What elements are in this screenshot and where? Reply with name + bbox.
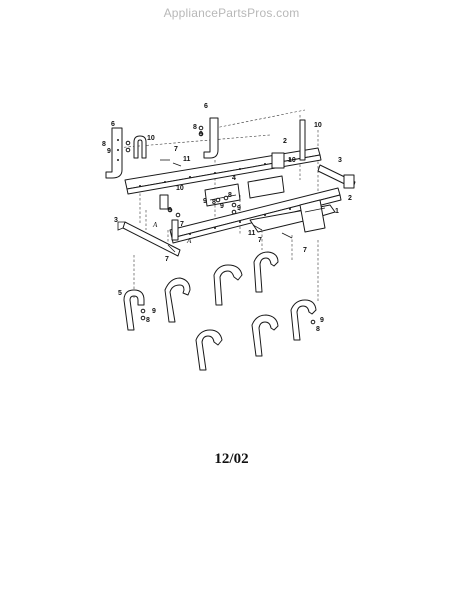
callout-9: 9 bbox=[107, 148, 111, 155]
callout-2: 2 bbox=[348, 195, 352, 202]
callout-5: 5 bbox=[118, 290, 122, 297]
callout-9: 9 bbox=[237, 205, 241, 212]
callout-9: 9 bbox=[168, 207, 172, 214]
center-brackets bbox=[204, 175, 285, 207]
callout-7: 7 bbox=[258, 237, 262, 244]
callout-6: 6 bbox=[111, 121, 115, 128]
callout-A: A bbox=[152, 221, 158, 229]
hardware-bolts bbox=[125, 125, 316, 325]
hitch-assembly bbox=[249, 199, 336, 233]
shank-clamp-right bbox=[271, 119, 306, 169]
side-rail-left bbox=[117, 221, 181, 257]
callout-3: 3 bbox=[114, 217, 118, 224]
callout-7: 7 bbox=[174, 146, 178, 153]
callout-9: 9 bbox=[320, 317, 324, 324]
callout-11: 11 bbox=[248, 230, 256, 237]
tine-shank-6 bbox=[251, 314, 279, 357]
callout-7: 7 bbox=[165, 256, 169, 263]
callout-A: A bbox=[186, 237, 192, 245]
tine-shank-1 bbox=[123, 289, 145, 331]
tine-shank-7 bbox=[290, 299, 317, 341]
center-upright bbox=[203, 117, 219, 159]
callout-10: 10 bbox=[147, 135, 155, 142]
callout-8: 8 bbox=[102, 141, 106, 148]
callout-7: 7 bbox=[180, 221, 184, 228]
callout-9: 9 bbox=[199, 131, 203, 138]
callout-10: 10 bbox=[314, 122, 322, 129]
callout-2: 2 bbox=[283, 138, 287, 145]
shank-clamp-left bbox=[133, 135, 147, 159]
callout-10: 10 bbox=[176, 185, 184, 192]
callout-9: 9 bbox=[203, 198, 207, 205]
callout-8: 8 bbox=[212, 199, 216, 206]
callout-4: 4 bbox=[232, 175, 236, 182]
callout-3: 3 bbox=[338, 157, 342, 164]
side-rail-right bbox=[317, 164, 356, 189]
tine-shank-5 bbox=[195, 329, 223, 371]
callout-1: 1 bbox=[335, 208, 339, 215]
tine-shanks bbox=[123, 251, 317, 371]
tine-shank-2 bbox=[164, 277, 191, 323]
callout-8: 8 bbox=[193, 124, 197, 131]
callout-9: 9 bbox=[220, 203, 224, 210]
callout-8: 8 bbox=[146, 317, 150, 324]
tine-shank-3 bbox=[213, 264, 243, 306]
callout-10: 10 bbox=[288, 157, 296, 164]
date-code: 12/02 bbox=[214, 451, 249, 467]
left-upright bbox=[105, 127, 123, 179]
callout-8: 8 bbox=[316, 326, 320, 333]
front-clamp bbox=[159, 194, 179, 241]
callout-8: 8 bbox=[228, 192, 232, 199]
callout-6: 6 bbox=[204, 103, 208, 110]
callout-11: 11 bbox=[183, 156, 191, 163]
callout-labels: 1 2 2 3 3 4 5 6 6 7 7 7 7 7 8 8 8 8 8 8 … bbox=[102, 103, 352, 333]
watermark: AppliancePartsPros.com bbox=[163, 6, 300, 20]
tine-shank-4 bbox=[253, 251, 279, 293]
callout-7: 7 bbox=[303, 247, 307, 254]
callout-9: 9 bbox=[152, 308, 156, 315]
